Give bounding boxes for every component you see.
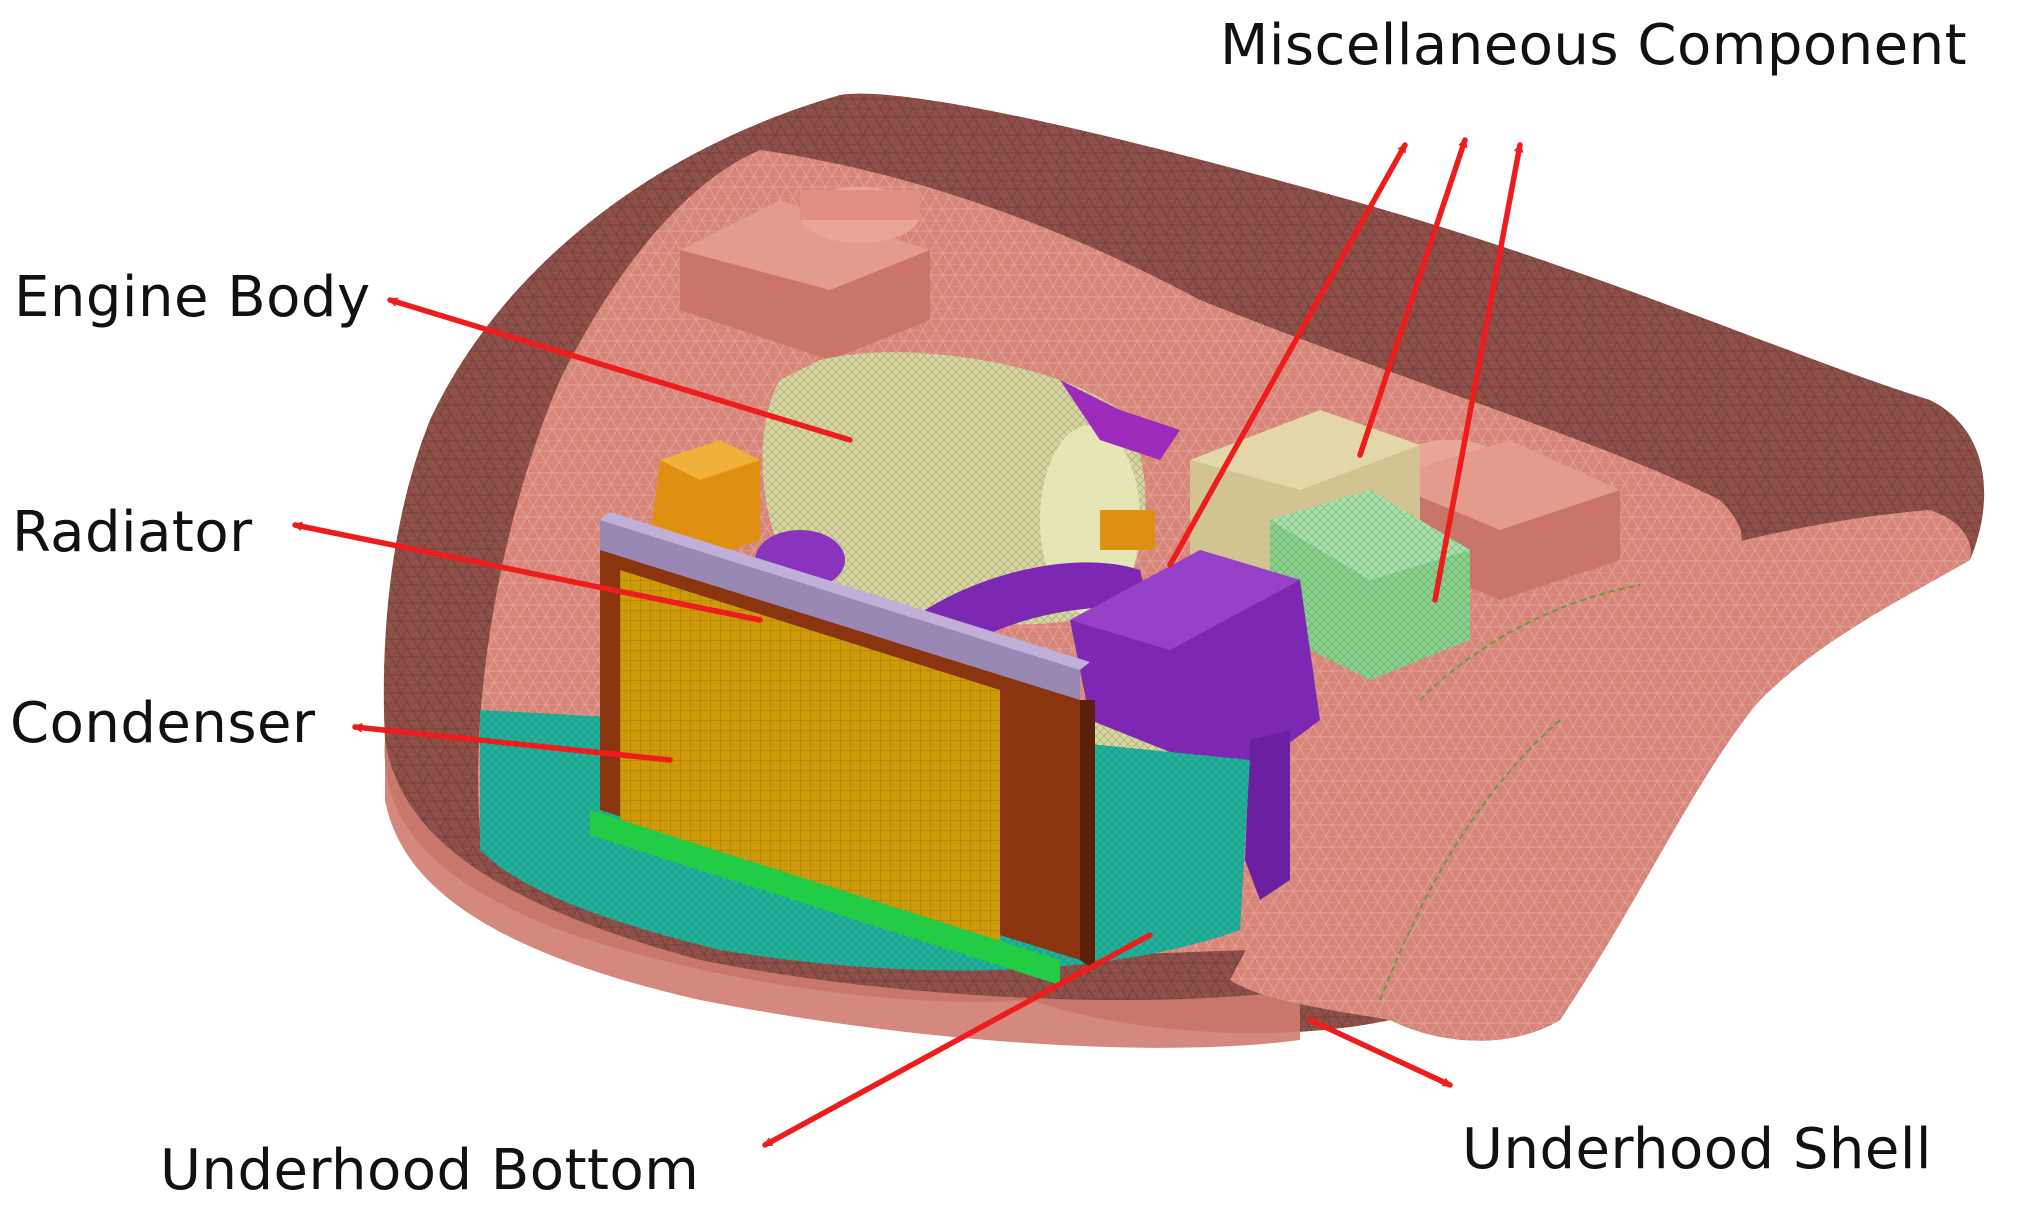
arrow-radiator: [292, 525, 763, 623]
miscellaneous-components: [1190, 410, 1470, 680]
label-condenser: Condenser: [10, 691, 316, 756]
arrow-engine-body: [387, 297, 853, 443]
label-underhood-bottom: Underhood Bottom: [160, 1138, 700, 1203]
arrow-underhood-shell: [1307, 1017, 1453, 1088]
label-underhood-shell: Underhood Shell: [1462, 1117, 1932, 1182]
arrow-misc-1: [1167, 142, 1408, 568]
arrow-misc-2: [1357, 137, 1468, 458]
arrow-underhood-bottom: [762, 932, 1153, 1148]
radiator-assembly: [590, 512, 1095, 985]
label-engine-body: Engine Body: [14, 265, 371, 330]
annotation-arrows: [292, 137, 1520, 1148]
label-miscellaneous-component: Miscellaneous Component: [1220, 13, 1968, 78]
arrow-misc-3: [1432, 142, 1520, 603]
arrow-condenser: [352, 727, 673, 763]
rear-boxes: [680, 187, 1620, 600]
orange-parts: [650, 440, 1155, 560]
purple-ducts: [755, 530, 1320, 900]
label-radiator: Radiator: [12, 500, 253, 565]
